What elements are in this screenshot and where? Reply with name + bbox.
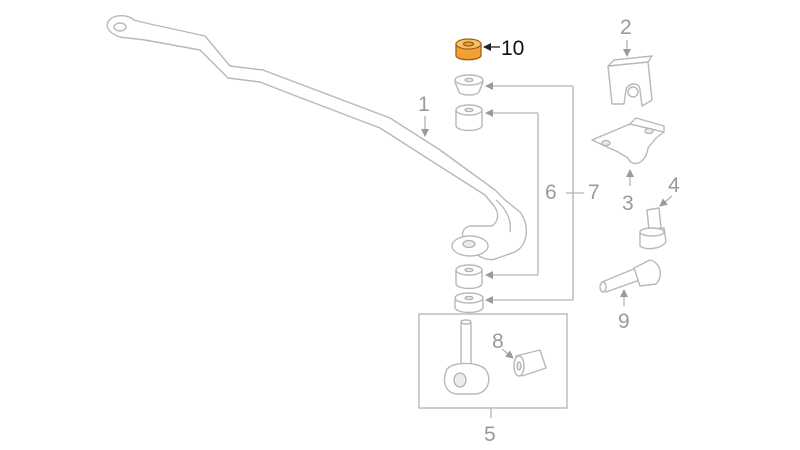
- callout-8[interactable]: 8: [492, 330, 514, 359]
- lower-cone-bushing-part[interactable]: [454, 292, 484, 314]
- upper-bracket-part[interactable]: [607, 55, 653, 107]
- callout-3-label: 3: [622, 192, 634, 215]
- stabilizer-bar-part[interactable]: [106, 15, 527, 261]
- lower-bracket-part[interactable]: [591, 117, 665, 165]
- callout-1-label: 1: [418, 93, 430, 116]
- callout-2-label: 2: [620, 16, 632, 39]
- callout-9-label: 9: [618, 310, 630, 333]
- callout-5-label: 5: [484, 423, 496, 446]
- callout-7[interactable]: 7: [588, 181, 600, 204]
- bolt-9-part[interactable]: [599, 259, 661, 293]
- callout-7-bracket: [485, 82, 584, 304]
- callout-3[interactable]: 3: [622, 169, 634, 215]
- lower-cylinder-bushing-part[interactable]: [455, 264, 483, 290]
- bolt-4-part[interactable]: [639, 207, 667, 250]
- callout-9[interactable]: 9: [618, 289, 630, 333]
- callout-4[interactable]: 4: [659, 174, 680, 207]
- callout-5[interactable]: 5: [484, 408, 496, 446]
- callout-7-label: 7: [588, 181, 600, 204]
- callout-1[interactable]: 1: [418, 93, 430, 137]
- link-assembly-box[interactable]: [418, 313, 568, 409]
- callout-10-label: 10: [501, 37, 524, 60]
- callout-2[interactable]: 2: [620, 16, 632, 57]
- callout-8-label: 8: [492, 330, 504, 353]
- upper-cone-bushing-part[interactable]: [454, 74, 484, 96]
- callout-6-label: 6: [545, 181, 557, 204]
- callout-6-bracket: [485, 109, 539, 279]
- upper-cylinder-bushing-part[interactable]: [455, 104, 483, 132]
- bushing-10-part[interactable]: [455, 38, 482, 61]
- callout-6[interactable]: 6: [545, 181, 557, 204]
- callout-4-label: 4: [668, 174, 680, 197]
- callout-10[interactable]: 10: [483, 37, 524, 60]
